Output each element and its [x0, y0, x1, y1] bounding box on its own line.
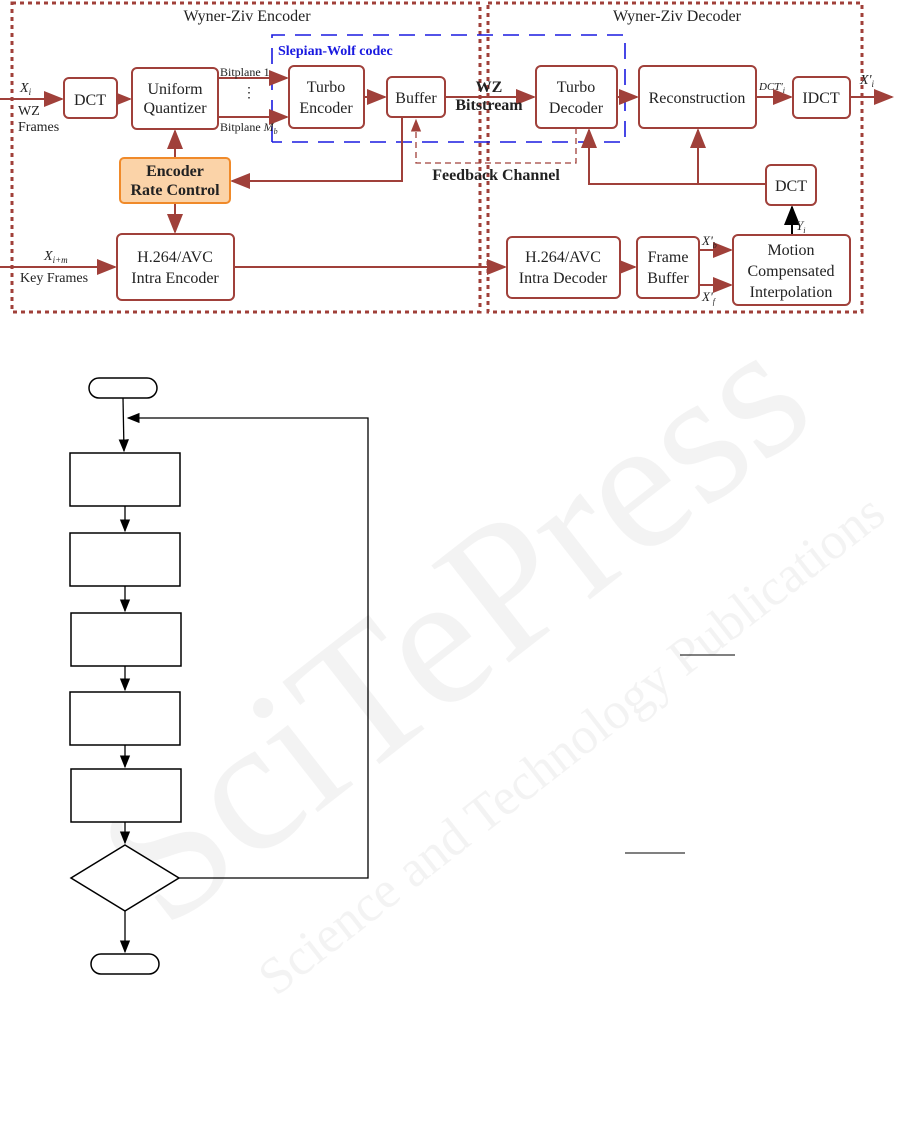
- wz-frames-label-2: Frames: [18, 120, 59, 135]
- dct-label: DCT: [74, 92, 106, 109]
- intra-encoder-label-2: Intra Encoder: [131, 270, 219, 287]
- decoder-region: [486, 1, 864, 314]
- flow-step-5: [70, 768, 182, 823]
- rate-control-label-1: Encoder: [146, 163, 204, 180]
- slepian-wolf-title: Slepian-Wolf codec: [278, 44, 393, 59]
- wz-bitstream-label-1: WZ: [476, 79, 503, 96]
- buffer-block: Buffer: [386, 76, 446, 118]
- turbo-encoder-label-1: Turbo: [307, 79, 346, 96]
- wz-frames-label-1: WZ: [18, 104, 40, 119]
- side-dct-label: DCT: [775, 178, 807, 195]
- flow-step-3: [70, 612, 182, 667]
- key-frames-label: Key Frames: [20, 271, 88, 286]
- flow-end-terminal: [90, 953, 160, 975]
- mci-label-2: Compensated: [747, 263, 834, 280]
- flow-loop-back: [126, 412, 369, 879]
- xim-label: Xi+m: [43, 249, 68, 265]
- bitplane-first-label: Bitplane 1: [220, 65, 270, 79]
- output-label: X'i: [859, 73, 875, 89]
- xi-label: Xi: [19, 81, 32, 97]
- intra-encoder-block: H.264/AVC Intra Encoder: [116, 233, 235, 301]
- turbo-decoder-label-1: Turbo: [557, 79, 596, 96]
- decoder-title: Wyner-Ziv Decoder: [613, 8, 742, 25]
- frame-buffer-label-1: Frame: [648, 249, 689, 266]
- dct-block: DCT: [63, 77, 118, 119]
- quantizer-label-2: Quantizer: [143, 100, 207, 117]
- reconstruction-block: Reconstruction: [638, 65, 757, 129]
- idct-label: IDCT: [802, 90, 840, 107]
- frame-buffer-label-2: Buffer: [647, 270, 689, 287]
- yi-label: Yi: [796, 218, 805, 235]
- flow-step-2: [69, 532, 181, 587]
- bitplane-dots: ⋮: [242, 86, 256, 101]
- quantizer-label-1: Uniform: [147, 81, 203, 98]
- flow-step-1: [69, 452, 181, 507]
- turbo-encoder-label-2: Encoder: [299, 100, 353, 117]
- encoder-title: Wyner-Ziv Encoder: [183, 8, 311, 25]
- flow-step-4: [69, 691, 181, 746]
- connections: [0, 70, 894, 293]
- intra-decoder-label-1: H.264/AVC: [525, 249, 601, 266]
- turbo-decoder-label-2: Decoder: [549, 100, 604, 117]
- mci-label-1: Motion: [767, 242, 814, 259]
- dct-out-label: DCT'i: [758, 81, 785, 95]
- intra-decoder-block: H.264/AVC Intra Decoder: [506, 236, 621, 299]
- feedback-channel-label: Feedback Channel: [432, 167, 560, 184]
- xf-label: X'f: [701, 289, 717, 306]
- slepian-wolf-region: [271, 34, 626, 143]
- flowchart: [69, 377, 735, 975]
- watermark: SciTePress Science and Technology Public…: [61, 288, 895, 1007]
- rate-control-label-2: Rate Control: [130, 182, 220, 199]
- reconstruction-label: Reconstruction: [649, 90, 746, 107]
- flow-start-terminal: [88, 377, 158, 399]
- buffer-label: Buffer: [395, 90, 437, 107]
- side-dct-block: DCT: [765, 164, 817, 206]
- wz-bitstream-label-2: Bitstream: [455, 97, 523, 114]
- encoder-region: [10, 1, 482, 314]
- idct-block: IDCT: [792, 76, 851, 119]
- xb-label: X'b: [701, 233, 717, 250]
- bitplane-last-label: Bitplane Mb: [220, 120, 278, 136]
- mci-label-3: Interpolation: [750, 284, 833, 301]
- intra-decoder-label-2: Intra Decoder: [519, 270, 608, 287]
- intra-encoder-label-1: H.264/AVC: [137, 249, 213, 266]
